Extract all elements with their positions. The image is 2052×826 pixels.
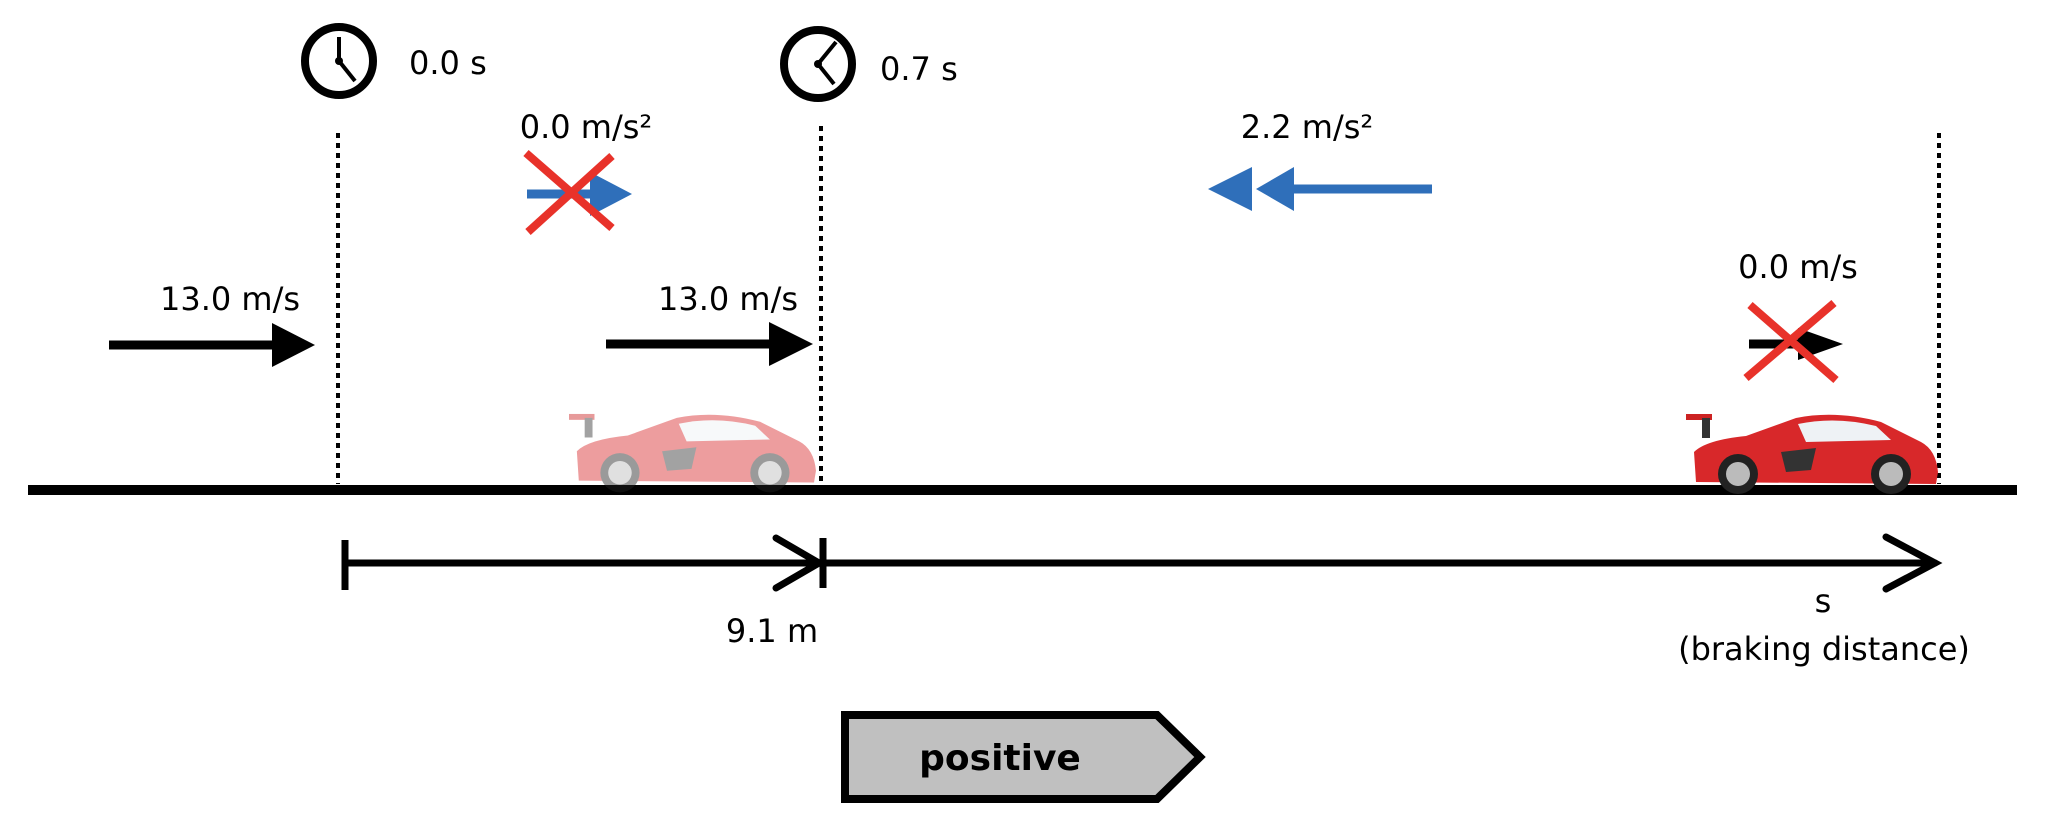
car-faded-image <box>569 413 816 493</box>
positive-direction-label: positive <box>919 738 1081 779</box>
braking-distance-symbol: s <box>1815 582 1832 620</box>
deceleration-double-arrow-icon <box>1208 167 1432 211</box>
initial-velocity-label: 13.0 m/s <box>160 280 300 318</box>
final-velocity-label: 0.0 m/s <box>1738 248 1858 286</box>
braking-distance-arrow <box>819 533 1943 593</box>
braking-distance-label: (braking distance) <box>1678 630 1970 668</box>
braking-acceleration-label: 2.2 m/s² <box>1241 108 1374 146</box>
start-time-label: 0.0 s <box>409 44 487 82</box>
velocity-arrow-icon <box>109 323 315 367</box>
reaction-distance-label: 9.1 m <box>726 612 818 650</box>
clock-icon <box>305 27 373 95</box>
acceleration-arrow-icon <box>527 172 632 216</box>
clock-icon <box>784 30 852 98</box>
reaction-end-time-label: 0.7 s <box>880 50 958 88</box>
cross-out-icon <box>1743 299 1839 384</box>
positive-direction-indicator: positive <box>841 711 1206 803</box>
reaction-end-velocity-label: 13.0 m/s <box>658 280 798 318</box>
car-image <box>1686 414 1938 494</box>
velocity-arrow-icon <box>606 322 813 366</box>
reaction-distance-arrow <box>341 534 827 592</box>
reaction-acceleration-label: 0.0 m/s² <box>520 108 653 146</box>
cross-out-icon <box>523 149 615 235</box>
